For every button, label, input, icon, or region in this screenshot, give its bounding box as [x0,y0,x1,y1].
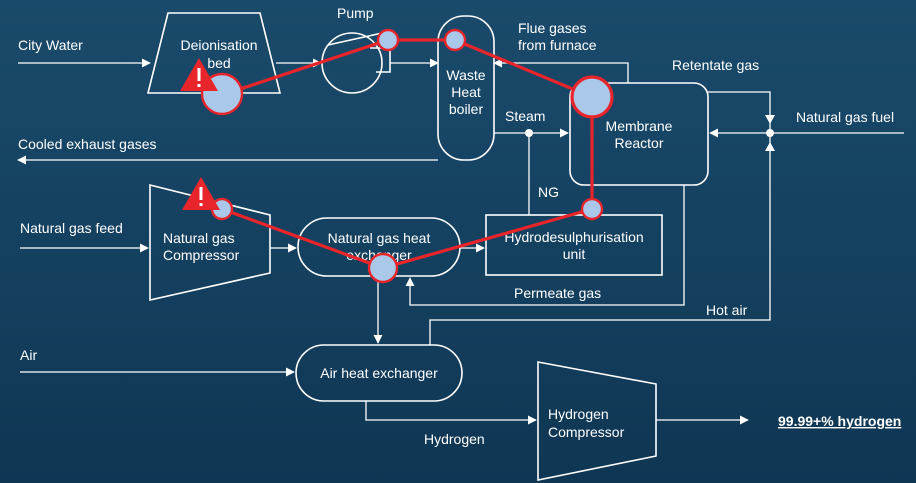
permeate-line [405,185,685,306]
ng-fuel-label: Natural gas fuel [796,109,894,125]
fuel-junction [766,129,774,137]
node-ng-heat-exchanger[interactable] [367,252,399,284]
steam-junction [525,129,533,137]
steam-label: Steam [505,108,545,124]
retentate-hot-air-line [429,91,771,345]
air-label: Air [20,347,37,363]
deionisation-bed-label-2: bed [207,55,230,71]
hydrogen-line [365,401,537,425]
node-hds[interactable] [580,197,604,221]
ng-compressor-label-2: Compressor [163,247,240,263]
deionisation-bed: Deionisation bed [146,12,282,94]
ng-compressor-label-1: Natural gas [163,230,235,246]
ng-label: NG [538,184,559,200]
ng-feed-label: Natural gas feed [20,220,123,236]
waste-heat-boiler-label-1: Waste [446,67,485,83]
membrane-reactor-label-1: Membrane [606,118,673,134]
node-boiler[interactable] [443,28,467,52]
hydrogen-compressor: Hydrogen Compressor [537,361,657,481]
h2-compressor-label-1: Hydrogen [548,406,609,422]
flue-gases-label-2: from furnace [518,37,597,53]
flow-lines [17,58,904,425]
city-water-label: City Water [18,37,83,53]
cooled-exhaust-label: Cooled exhaust gases [18,136,157,152]
output-label[interactable]: 99.99+% hydrogen [778,413,901,429]
membrane-reactor-label-2: Reactor [614,135,663,151]
h2-compressor-label-2: Compressor [548,424,625,440]
retentate-label: Retentate gas [672,57,759,73]
waste-heat-boiler-label-2: Heat [451,84,481,100]
hds-unit-label-1: Hydrodesulphurisation [504,229,643,245]
hydrodesulphurisation-unit: Hydrodesulphurisation unit [485,214,663,276]
air-heat-exchanger: Air heat exchanger [295,344,463,402]
node-membrane-reactor[interactable] [570,75,614,119]
ng-heat-exchanger-label-1: Natural gas heat [328,230,431,246]
stream-labels: City Water Cooled exhaust gases Natural … [18,20,901,447]
natural-gas-compressor: Natural gas Compressor [149,183,271,301]
waste-heat-boiler-label-3: boiler [449,101,484,117]
membrane-reactor: Membrane Reactor [569,82,709,186]
warning-triangle-icon [180,58,218,91]
flue-gases-label-1: Flue gases [518,20,586,36]
deionisation-bed-label-1: Deionisation [180,37,257,53]
air-heat-exchanger-label: Air heat exchanger [320,365,438,381]
waste-heat-boiler: Waste Heat boiler [437,15,495,161]
hot-air-label: Hot air [706,302,748,318]
permeate-label: Permeate gas [514,285,601,301]
pump-label: Pump [337,5,374,21]
valve-icon [765,115,775,151]
node-pump[interactable] [376,28,400,52]
hydrogen-label: Hydrogen [424,431,485,447]
flue-gas-line [493,58,629,83]
route-upper [221,38,593,99]
warning-triangle-icon [182,177,220,210]
hds-unit-label-2: unit [563,246,586,262]
